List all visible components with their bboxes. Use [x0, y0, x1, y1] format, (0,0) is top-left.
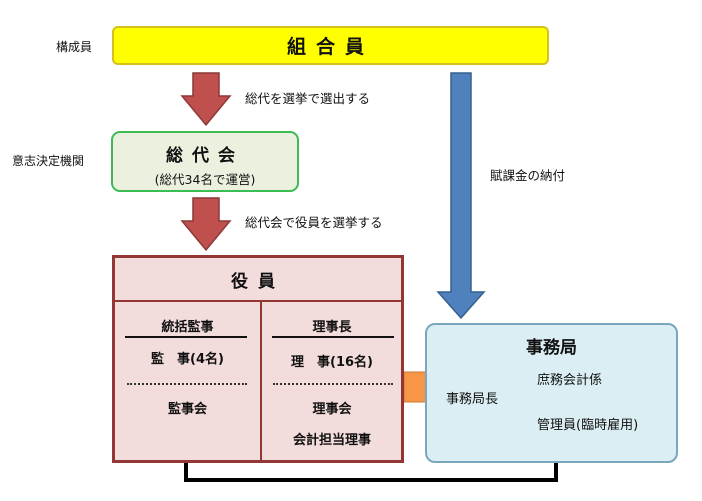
chairman: 理事長: [312, 320, 352, 335]
auditors: 監 事(4名): [151, 352, 224, 367]
chairman-underline: [272, 336, 394, 338]
office-branch-accounting: 庶務会計係: [537, 373, 603, 388]
chief-auditor: 統括監事: [161, 320, 214, 335]
officers-box: 役員 統括監事 監 事(4名) 監事会 理事長 理 事(16名) 理事会 会計担…: [112, 255, 404, 463]
assembly-title: 総代会: [166, 146, 244, 166]
red-arrow-down-1: [180, 72, 232, 127]
directors: 理 事(16名): [291, 355, 373, 370]
members-box: 組合員: [112, 26, 549, 65]
assembly-box: 総代会 (総代34名で運営): [111, 131, 299, 192]
chief-auditor-underline: [125, 336, 247, 338]
office-title: 事務局: [526, 338, 577, 358]
board-of-directors: 理事会: [312, 402, 352, 417]
left-dotted-divider: [127, 383, 247, 385]
office-box: 事務局 事務局長 庶務会計係 管理員(臨時雇用): [425, 323, 678, 463]
arrow-label-dues: 賦課金の納付: [490, 168, 566, 183]
arrow-label-elect-officers: 総代会で役員を選挙する: [245, 215, 383, 230]
accounting-director: 会計担当理事: [292, 433, 371, 448]
bottom-connector-line: [184, 463, 558, 482]
officers-title: 役員: [115, 258, 401, 302]
red-arrow-down-2: [180, 197, 232, 252]
office-branch-caretaker: 管理員(臨時雇用): [537, 418, 639, 433]
blue-arrow-down: [436, 72, 486, 320]
orange-connector: [403, 371, 427, 403]
audit-board: 監事会: [167, 402, 207, 417]
right-dotted-divider: [273, 383, 393, 385]
members-role-label: 構成員: [56, 40, 93, 54]
arrow-label-elect-delegates: 総代を選挙で選出する: [245, 91, 371, 106]
office-chief: 事務局長: [446, 392, 499, 407]
assembly-subtitle: (総代34名で運営): [154, 172, 256, 187]
decision-role-label: 意志決定機関: [12, 154, 85, 168]
officers-divider: [260, 300, 262, 463]
